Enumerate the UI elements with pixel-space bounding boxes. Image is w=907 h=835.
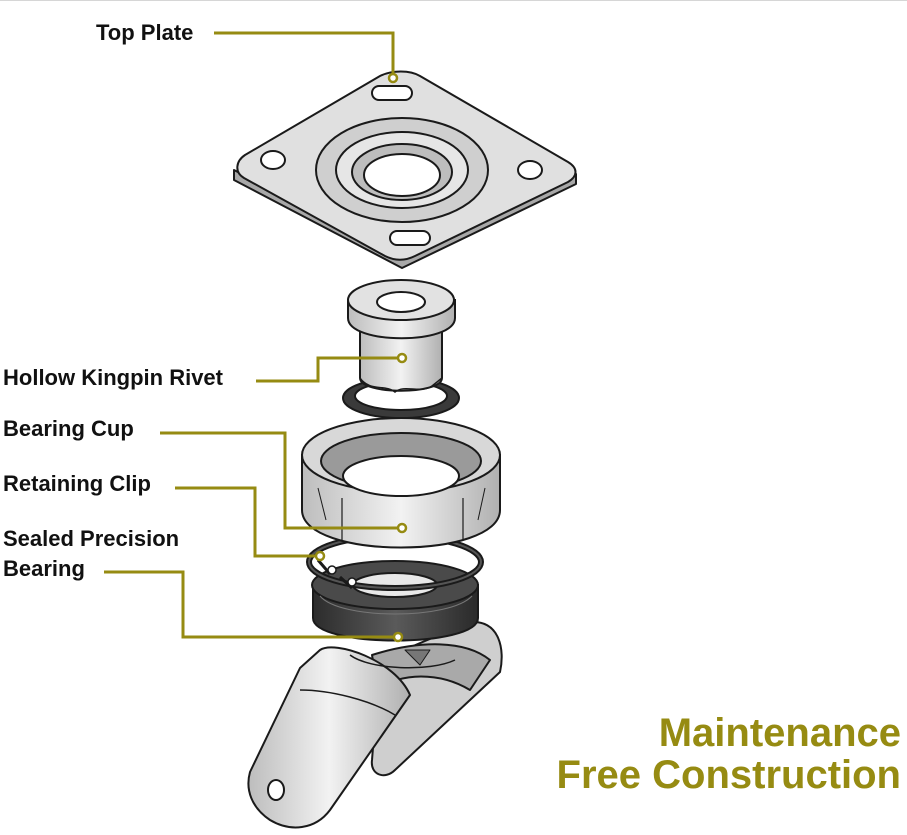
label-hollow-kingpin-rivet: Hollow Kingpin Rivet bbox=[3, 365, 223, 390]
leader-retaining-clip bbox=[175, 486, 320, 558]
dot-sealed-precision-bearing bbox=[392, 631, 404, 643]
headline-line1: Maintenance bbox=[658, 711, 901, 755]
top-plate bbox=[233, 70, 577, 269]
label-bearing-cup: Bearing Cup bbox=[3, 416, 134, 441]
label-sealed-precision-bearing-line2: Bearing bbox=[3, 556, 85, 581]
dot-retaining-clip bbox=[314, 550, 326, 562]
leader-dots bbox=[314, 72, 408, 643]
label-top-plate: Top Plate bbox=[96, 20, 194, 45]
dot-top-plate bbox=[387, 72, 399, 84]
label-sealed-precision-bearing-line1: Sealed Precision bbox=[3, 526, 180, 551]
headline-line2: Free Construction bbox=[556, 753, 901, 797]
leader-bearing-cup bbox=[160, 431, 402, 530]
dot-hollow-kingpin-rivet bbox=[396, 352, 408, 364]
bearing-cup bbox=[301, 417, 501, 549]
swivel-fork bbox=[247, 620, 503, 829]
hollow-kingpin-rivet bbox=[347, 279, 456, 393]
label-retaining-clip: Retaining Clip bbox=[3, 471, 151, 496]
top-border-line bbox=[0, 0, 907, 1]
sealed-precision-bearing bbox=[311, 560, 479, 642]
leader-hollow-kingpin-rivet bbox=[256, 356, 402, 383]
leader-sealed-precision-bearing bbox=[104, 570, 398, 639]
leader-top-plate bbox=[214, 31, 395, 78]
dot-bearing-cup bbox=[396, 522, 408, 534]
leader-lines bbox=[104, 31, 402, 639]
